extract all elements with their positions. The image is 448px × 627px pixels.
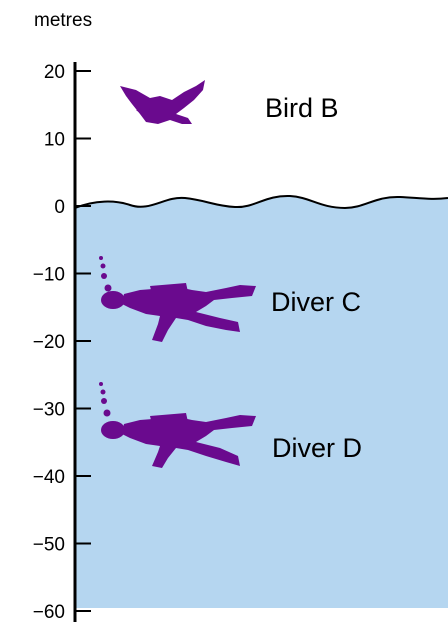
diver-icon — [99, 382, 256, 468]
axis-tick-label: −30 — [33, 400, 65, 421]
axis-ticks: 20 10 0 −10 −20 −30 −40 −50 −60 — [33, 62, 91, 623]
bird-b-label: Bird B — [265, 93, 339, 123]
axis-tick-label: −50 — [33, 535, 65, 556]
axis-tick-label: 20 — [44, 62, 65, 83]
axis-unit-label: metres — [34, 10, 92, 31]
diver-c-label: Diver C — [271, 287, 361, 317]
diver-icon — [99, 256, 256, 342]
water — [75, 195, 448, 609]
bird-icon — [120, 80, 205, 124]
water-surface-line — [74, 194, 448, 210]
axis-tick-label: −40 — [33, 467, 65, 488]
axis-tick-label: 10 — [44, 130, 65, 151]
axis-tick-label: −60 — [33, 602, 65, 623]
axis-tick-label: 0 — [54, 197, 65, 218]
axis-tick-label: −10 — [33, 265, 65, 286]
diver-d-label: Diver D — [272, 433, 362, 463]
axis-tick-label: −20 — [33, 332, 65, 353]
